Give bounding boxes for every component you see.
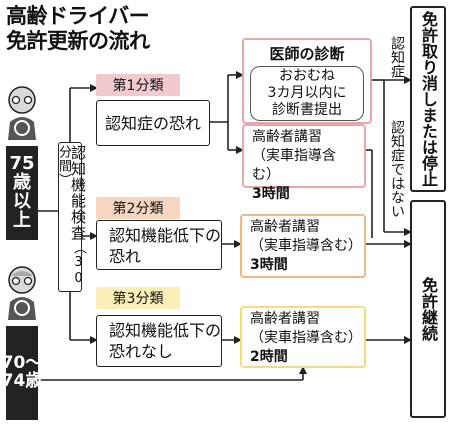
category-2-result-line1: 認知機能低下の xyxy=(109,226,222,245)
elderly-driver-icon-75 xyxy=(2,82,42,142)
lecture-box-1: 高齢者講習 （実車指導含む） 3時間 xyxy=(242,124,366,202)
branch-label-not-dementia: 認知症ではない xyxy=(389,120,405,218)
lecture-2-title: 高齢者講習 xyxy=(250,219,320,235)
title-line-1: 高齢ドライバー xyxy=(6,4,150,28)
cognitive-test-label: 認知機能検査 xyxy=(69,145,87,241)
outcome-revoke-box: 免許取り消しまたは停止 xyxy=(410,6,446,192)
elderly-driver-icon-70 xyxy=(2,262,42,322)
doctor-diagnosis-box: 医師の診断 おおむね 3カ月以内に 診断書提出 xyxy=(242,38,372,124)
lecture-1-hours: 3時間 xyxy=(252,186,290,202)
category-2-result-box: 認知機能低下の 恐れ xyxy=(96,220,222,270)
outcome-continue-box: 免許継続 xyxy=(410,200,446,418)
age-group-70-74: 70〜74歳 xyxy=(2,326,42,420)
lecture-2-sub: （実車指導含む） xyxy=(250,238,362,254)
branch-label-dementia: 認知症 xyxy=(389,36,405,78)
age-group-75-plus: 75歳以上 xyxy=(6,146,38,240)
outcome-continue: 免許継続 xyxy=(419,277,438,341)
diagnosis-line-3: 診断書提出 xyxy=(272,102,342,118)
diagnosis-deadline-note: おおむね 3カ月以内に 診断書提出 xyxy=(250,66,364,121)
lecture-box-2: 高齢者講習 （実車指導含む） 3時間 xyxy=(240,214,366,278)
category-1-result-box: 認知症の恐れ xyxy=(96,100,210,146)
lecture-1-title: 高齢者講習 xyxy=(252,129,322,145)
lecture-2-hours: 3時間 xyxy=(250,257,288,273)
category-3-label: 第3分類 xyxy=(96,287,180,309)
lecture-1-sub: （実車指導含む） xyxy=(252,148,336,183)
lecture-3-sub: （実車指導含む） xyxy=(250,330,362,346)
category-3-result-line2: 恐れなし xyxy=(109,342,174,361)
title-line-2: 免許更新の流れ xyxy=(6,29,150,53)
lecture-3-hours: 2時間 xyxy=(250,349,288,365)
category-2-label: 第2分類 xyxy=(96,197,180,219)
category-1-result: 認知症の恐れ xyxy=(104,113,201,133)
lecture-box-3: 高齢者講習 （実車指導含む） 2時間 xyxy=(240,306,366,368)
diagnosis-line-1: おおむね xyxy=(279,68,335,84)
lecture-3-title: 高齢者講習 xyxy=(250,311,320,327)
category-1-label: 第1分類 xyxy=(96,74,180,96)
diagnosis-line-2: 3カ月以内に xyxy=(267,85,347,101)
cognitive-test-box: 認知機能検査（30分間） xyxy=(56,142,87,292)
category-3-result-box: 認知機能低下の 恐れなし xyxy=(96,315,222,367)
outcome-revoke: 免許取り消しまたは停止 xyxy=(419,11,438,187)
category-3-result-line1: 認知機能低下の xyxy=(109,321,222,340)
doctor-diagnosis-title: 医師の診断 xyxy=(269,45,345,63)
category-2-result-line2: 恐れ xyxy=(109,247,142,266)
cognitive-test-duration: （30分間） xyxy=(56,145,86,287)
